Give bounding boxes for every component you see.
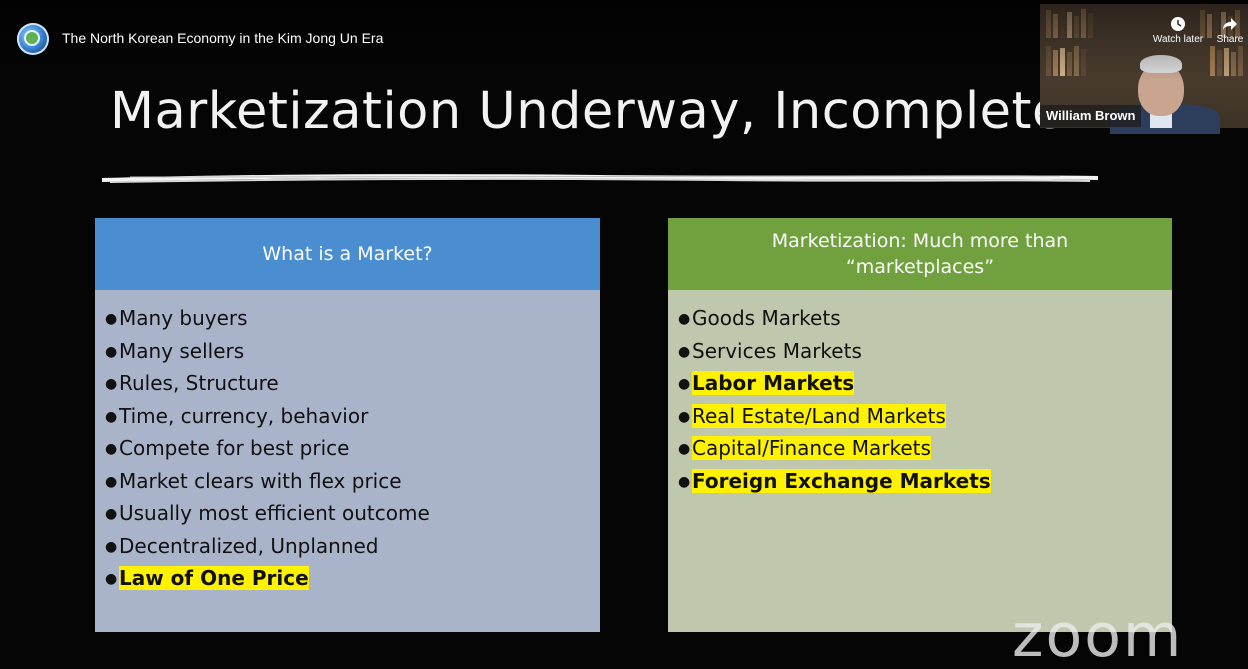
marketization-header-line1: Marketization: Much more than bbox=[771, 230, 1069, 252]
participant-name-tag: William Brown bbox=[1040, 105, 1142, 127]
list-item: ●Compete for best price bbox=[105, 436, 350, 460]
title-underline bbox=[101, 174, 1099, 183]
market-definition-header: What is a Market? bbox=[95, 218, 600, 290]
share-button[interactable]: Share bbox=[1210, 16, 1248, 45]
market-definition-panel: What is a Market? ●Many buyers ●Many sel… bbox=[95, 218, 600, 632]
marketization-panel: Marketization: Much more than “marketpla… bbox=[668, 218, 1172, 632]
list-item: ●Decentralized, Unplanned bbox=[105, 533, 379, 558]
channel-logo[interactable] bbox=[17, 23, 49, 55]
marketization-header: Marketization: Much more than “marketpla… bbox=[668, 218, 1172, 290]
list-item: ●Usually most efficient outcome bbox=[105, 501, 430, 525]
video-title[interactable]: The North Korean Economy in the Kim Jong… bbox=[62, 30, 384, 46]
list-item-highlighted: ●Foreign Exchange Markets bbox=[678, 468, 991, 493]
marketization-header-line2: “marketplaces” bbox=[845, 256, 995, 278]
list-item: ●Services Markets bbox=[678, 338, 862, 363]
list-item: ●Rules, Structure bbox=[105, 371, 279, 395]
list-item: ●Many buyers bbox=[105, 306, 248, 330]
list-item-highlighted: ●Law of One Price bbox=[105, 566, 309, 590]
list-item: ●Time, currency, behavior bbox=[105, 403, 369, 428]
list-item-highlighted: ●Capital/Finance Markets bbox=[678, 436, 931, 460]
youtube-title-bar bbox=[0, 0, 1248, 80]
market-definition-header-text: What is a Market? bbox=[262, 243, 433, 265]
zoom-watermark: zoom bbox=[1012, 601, 1184, 669]
share-label: Share bbox=[1216, 34, 1244, 45]
watch-later-button[interactable]: Watch later bbox=[1148, 16, 1208, 45]
clock-icon bbox=[1171, 17, 1185, 31]
market-definition-list: ●Many buyers ●Many sellers ●Rules, Struc… bbox=[95, 290, 600, 596]
marketization-list: ●Goods Markets ●Services Markets ●Labor … bbox=[668, 290, 1172, 498]
list-item-highlighted: ●Labor Markets bbox=[678, 371, 855, 395]
list-item: ●Goods Markets bbox=[678, 306, 841, 330]
list-item: ●Many sellers bbox=[105, 338, 245, 363]
slide-title: Marketization Underway, Incomplete bbox=[110, 82, 1064, 141]
list-item: ●Market clears with flex price bbox=[105, 468, 402, 493]
watch-later-label: Watch later bbox=[1152, 34, 1204, 45]
list-item-highlighted: ●Real Estate/Land Markets bbox=[678, 403, 946, 428]
share-arrow-icon bbox=[1223, 18, 1237, 30]
